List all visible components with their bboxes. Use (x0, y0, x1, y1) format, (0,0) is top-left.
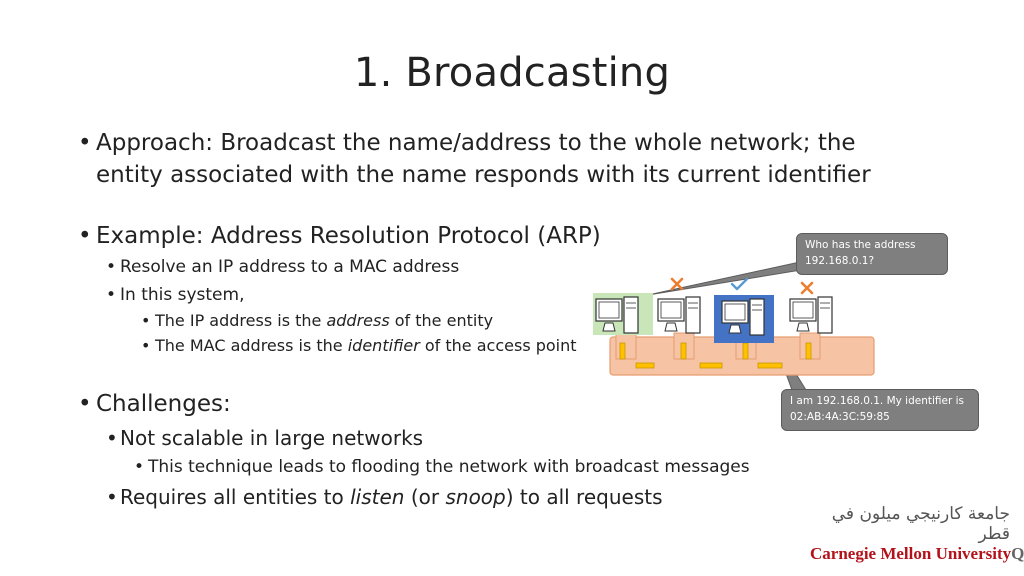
logo-english-text: Carnegie Mellon UniversityQatar (810, 544, 1024, 563)
arp-request-callout: Who has the address 192.168.0.1? (796, 233, 948, 275)
computer-icon (721, 298, 765, 336)
bullet-dot: • (106, 257, 117, 277)
arp-network-diagram (593, 254, 875, 391)
computer-icon (657, 296, 701, 334)
bullet-dot: • (78, 391, 92, 417)
example-bullet: •Example: Address Resolution Protocol (A… (78, 220, 601, 252)
challenges-bullet: •Challenges: (78, 388, 231, 420)
cmu-qatar-logo: جامعة كارنيجي ميلون في قطر Carnegie Mell… (810, 504, 1024, 564)
example-heading: Example: Address Resolution Protocol (AR… (96, 223, 601, 249)
bullet-dot: • (141, 311, 151, 330)
logo-arabic-text: جامعة كارنيجي ميلون في قطر (831, 504, 1010, 544)
bullet-dot: • (78, 223, 92, 249)
bullet-dot: • (106, 426, 118, 450)
network-drop (615, 332, 637, 360)
bullet-dot: • (78, 130, 92, 156)
challenges-heading: Challenges: (96, 391, 231, 417)
challenge-1: •Not scalable in large networks (106, 426, 424, 450)
example-sub-2a: •The IP address is the address of the en… (141, 311, 494, 330)
approach-line-2: entity associated with the name responds… (96, 162, 871, 188)
bullet-dot: • (134, 457, 145, 477)
connector-link (757, 362, 783, 369)
connector-port (805, 342, 812, 360)
example-sub-2b: •The MAC address is the identifier of th… (141, 336, 577, 355)
computer-icon (789, 296, 833, 334)
approach-line-1: Approach: Broadcast the name/address to … (96, 130, 856, 156)
arp-reply-callout: I am 192.168.0.1. My identifier is 02:AB… (781, 389, 979, 431)
connector-port (680, 342, 687, 360)
slide-title: 1. Broadcasting (353, 50, 671, 96)
bullet-dot: • (141, 336, 151, 355)
bullet-dot: • (106, 485, 118, 509)
example-sub-2: •In this system, (106, 285, 245, 305)
challenge-1a: •This technique leads to flooding the ne… (134, 457, 750, 477)
reject-cross-icon (670, 277, 684, 291)
computer-icon (595, 296, 639, 334)
reject-cross-icon (800, 281, 814, 295)
accept-check-icon (730, 277, 749, 291)
connector-link (699, 362, 723, 369)
example-sub-1: •Resolve an IP address to a MAC address (106, 257, 460, 277)
connector-link (635, 362, 655, 369)
bullet-dot: • (106, 285, 117, 305)
connector-port (742, 342, 749, 360)
connector-port (619, 342, 626, 360)
challenge-2: •Requires all entities to listen (or sno… (106, 485, 663, 509)
approach-bullet: •Approach: Broadcast the name/address to… (78, 127, 856, 159)
